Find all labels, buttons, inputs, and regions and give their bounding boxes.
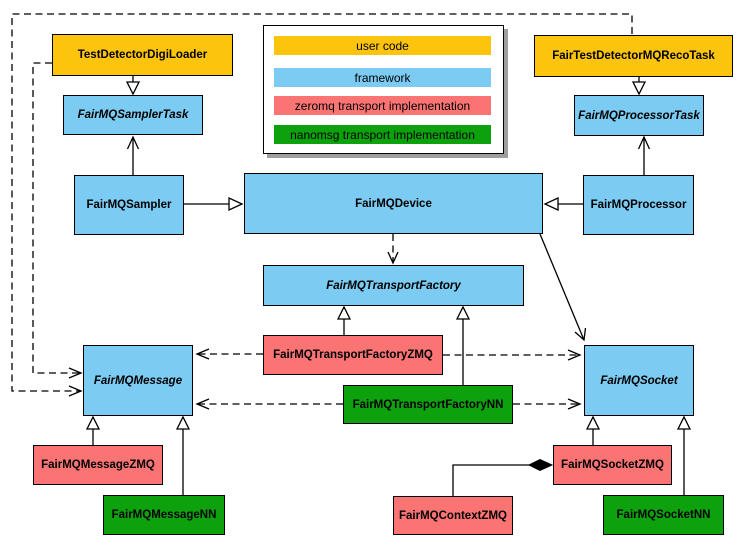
node-label: FairMQProcessorTask: [578, 109, 700, 122]
open-arrowhead-icon: [574, 327, 587, 342]
node-fairmqcontextzmq: FairMQContextZMQ: [393, 496, 513, 535]
node-label: FairMQContextZMQ: [399, 509, 507, 522]
node-fairmqtransportfactorynn: FairMQTransportFactoryNN: [343, 385, 513, 424]
edge-inherit-processor-device: [543, 196, 583, 212]
edge-dep-tfzmq-socket: [443, 349, 582, 361]
open-arrowhead-icon: [567, 398, 582, 410]
open-arrowhead-icon: [567, 349, 582, 361]
inheritance-triangle-icon: [631, 81, 647, 96]
node-label: FairTestDetectorMQRecoTask: [552, 50, 715, 62]
legend-item-framework: framework: [274, 68, 491, 87]
node-fairmqmessagezmq: FairMQMessageZMQ: [33, 445, 163, 485]
node-fairmqprocessor: FairMQProcessor: [583, 175, 694, 235]
node-fairmqmessage: FairMQMessage: [83, 345, 193, 416]
inheritance-triangle-icon: [543, 196, 559, 212]
edge-composition-contextzmq-socketzmq: [452, 458, 554, 496]
inheritance-triangle-icon: [585, 415, 601, 430]
composition-diamond-icon: [527, 458, 554, 472]
node-fairmqsampler: FairMQSampler: [74, 175, 184, 235]
edge-inherit-tfnn-transportfactory: [455, 305, 471, 385]
legend-item-label: user code: [356, 38, 409, 53]
node-label: FairMQProcessor: [590, 199, 687, 211]
edge-inherit-sampler-device: [184, 196, 244, 212]
open-arrowhead-icon: [637, 135, 651, 150]
inheritance-triangle-icon: [676, 415, 692, 430]
node-label: FairMQMessageZMQ: [41, 459, 155, 471]
node-fairmqprocessortask: FairMQProcessorTask: [574, 95, 704, 136]
open-arrowhead-icon: [68, 367, 83, 379]
edge-inherit-recotask-processortask: [631, 77, 647, 96]
node-label: FairMQTransportFactoryZMQ: [273, 349, 433, 361]
legend: user code framework zeromq transport imp…: [263, 25, 504, 154]
node-fairmqmessagenn: FairMQMessageNN: [103, 495, 225, 535]
node-label: FairMQDevice: [355, 197, 432, 210]
inheritance-triangle-icon: [125, 81, 141, 96]
node-fairmqsocket: FairMQSocket: [584, 345, 694, 416]
edge-dep-tfzmq-message: [195, 348, 263, 360]
edge-inherit-digiloader-samplertask: [125, 76, 141, 96]
inheritance-triangle-icon: [228, 196, 244, 212]
node-label: FairMQSocketZMQ: [561, 459, 664, 471]
inheritance-triangle-icon: [336, 305, 352, 320]
edge-inherit-tfzmq-transportfactory: [336, 305, 352, 335]
edge-inherit-socketzmq-socket: [585, 415, 601, 445]
legend-item-user-code: user code: [274, 36, 491, 55]
node-fairmqtransportfactory: FairMQTransportFactory: [263, 265, 524, 306]
open-arrowhead-icon: [195, 348, 210, 360]
legend-item-zeromq: zeromq transport implementation: [274, 96, 491, 115]
node-label: FairMQMessage: [93, 374, 183, 387]
node-fairmqsamplertask: FairMQSamplerTask: [63, 95, 203, 135]
legend-item-label: nanomsg transport implementation: [290, 127, 475, 142]
edge-dep-digiloader-message: [32, 62, 83, 379]
node-label: FairMQSocket: [600, 374, 678, 387]
node-label: FairMQSamplerTask: [77, 109, 189, 121]
node-label: FairMQTransportFactoryNN: [352, 398, 504, 411]
edge-arrow-processor-processortask: [637, 135, 651, 175]
edge-inherit-messagenn-message: [175, 415, 191, 495]
node-label: TestDetectorDigiLoader: [77, 49, 208, 61]
edge-arrow-sampler-samplertask: [126, 135, 140, 175]
edge-dep-recotask-message: [11, 13, 633, 397]
node-fairmqtransportfactoryzmq: FairMQTransportFactoryZMQ: [263, 335, 443, 375]
inheritance-triangle-icon: [175, 415, 191, 430]
edge-inherit-socketnn-socket: [676, 415, 692, 495]
node-fairmqsocketzmq: FairMQSocketZMQ: [553, 445, 672, 485]
edge-dep-tfnn-socket: [513, 398, 582, 410]
node-label: FairMQMessageNN: [111, 509, 217, 521]
inheritance-triangle-icon: [85, 415, 101, 430]
edge-arrow-device-socket: [539, 233, 587, 342]
node-label: FairMQSampler: [86, 199, 172, 211]
open-arrowhead-icon: [68, 385, 83, 397]
node-label: FairMQTransportFactory: [326, 279, 461, 292]
legend-item-label: zeromq transport implementation: [294, 98, 471, 113]
edge-dep-tfnn-message: [195, 398, 343, 410]
node-fairtestdetectormqrecotask: FairTestDetectorMQRecoTask: [534, 35, 733, 77]
node-fairmqdevice: FairMQDevice: [244, 173, 543, 234]
legend-item-label: framework: [354, 70, 411, 85]
edge-dep-device-transportfactory: [387, 234, 399, 265]
node-fairmqsocketnn: FairMQSocketNN: [603, 495, 724, 535]
inheritance-triangle-icon: [455, 305, 471, 320]
legend-item-nanomsg: nanomsg transport implementation: [274, 125, 491, 144]
open-arrowhead-icon: [387, 251, 399, 265]
open-arrowhead-icon: [126, 135, 140, 150]
open-arrowhead-icon: [195, 398, 210, 410]
edge-inherit-messagezmq-message: [85, 415, 101, 445]
node-label: FairMQSocketNN: [616, 509, 711, 521]
node-testdetectordigiloader: TestDetectorDigiLoader: [52, 34, 233, 76]
